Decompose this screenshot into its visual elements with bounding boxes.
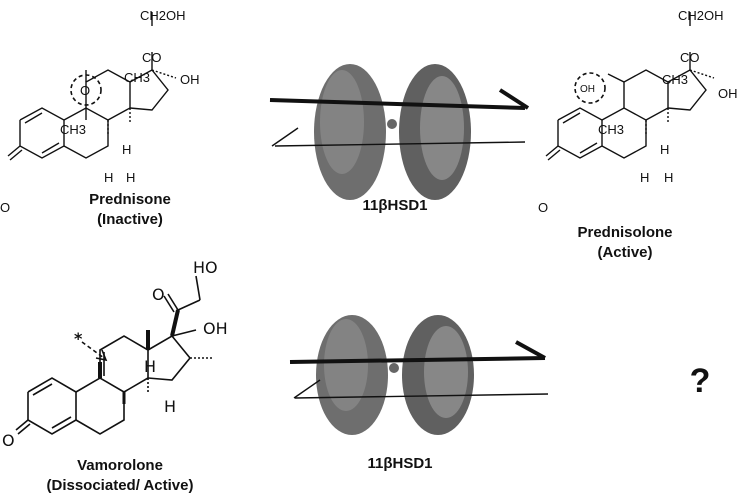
prednisone-h-8: H [122,142,131,157]
enzyme-bottom-label: 11βHSD1 [367,455,433,472]
vamorolone-ho: HO [193,258,218,277]
prednisolone-hydroxyl-highlight [574,72,606,104]
vamorolone-c20-o: O [152,285,165,304]
vamorolone-name: Vamorolone [77,457,163,474]
prednisolone-h-9: H [640,170,649,185]
prednisolone-structure [545,12,715,161]
prednisolone-ch3-10: CH3 [598,122,624,137]
prednisolone-h-14: H [664,170,673,185]
prednisone-ch3-10: CH3 [60,122,86,137]
reaction-arrows-bottom [289,340,549,399]
vamorolone-o3: O [2,431,15,450]
prednisone-h-14: H [126,170,135,185]
prednisolone-o3: O [538,200,548,215]
vamorolone-state: (Dissociated/ Active) [46,477,194,494]
vamorolone-delta9-pointer [81,341,108,362]
prednisolone-ch2oh: CH2OH [678,8,724,23]
prednisone-ketone-o: O [80,83,90,98]
enzyme-top-ribbon [314,64,471,200]
prednisone-ch2oh: CH2OH [140,8,186,23]
prednisone-h-9: H [104,170,113,185]
prednisolone-oh: OH [718,86,738,101]
prednisolone-ch3-13: CH3 [662,72,688,87]
vamorolone-h-8: H [144,357,156,376]
prednisone-co: CO [142,50,162,65]
prednisone-ch3-13: CH3 [124,70,150,85]
vamorolone-c17-oh: OH [203,319,228,338]
enzyme-top-label: 11βHSD1 [362,197,428,214]
prednisolone-co: CO [680,50,700,65]
delta9-asterisk: * [74,329,83,348]
enzyme-bottom-ribbon [316,315,474,435]
vamorolone-structure [15,275,212,435]
prednisone-o3: O [0,200,10,215]
prednisolone-name: Prednisolone [577,224,673,241]
prednisone-name: Prednisone [89,191,171,208]
prednisolone-hydroxyl-oh: OH [580,84,595,95]
reaction-arrows-top [269,88,530,147]
prednisone-state: (Inactive) [97,211,163,228]
prednisone-structure [7,12,177,161]
prednisolone-state: (Active) [597,244,653,261]
vamorolone-h-14: H [164,397,176,416]
unknown-product-mark: ? [689,362,711,400]
prednisone-ketone-highlight [70,74,102,106]
prednisolone-h-8: H [660,142,669,157]
prednisone-oh: OH [180,72,200,87]
